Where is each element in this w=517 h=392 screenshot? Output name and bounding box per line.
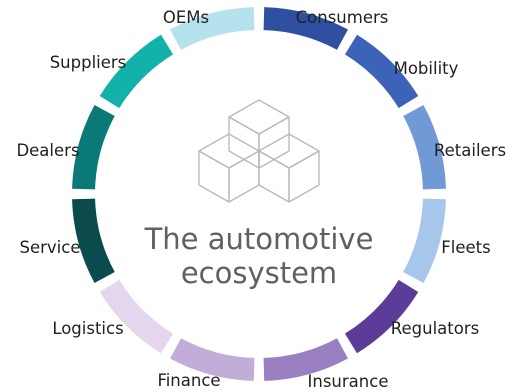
segment-regulators [344,279,419,354]
stacked-cubes-icon [198,99,320,203]
segment-oems-label: OEMs [163,8,209,27]
title-line-1: The automotive [144,222,374,256]
ecosystem-ring [72,7,446,381]
segment-fleets [403,198,446,283]
segment-finance-label: Finance [157,371,220,390]
segment-retailers-label: Retailers [434,141,506,160]
segment-retailers [403,105,446,190]
segment-logistics-label: Logistics [52,319,123,338]
segment-suppliers-label: Suppliers [50,53,127,72]
segment-oems [170,7,255,50]
segment-service [72,198,115,283]
segment-consumers [263,7,348,50]
segment-insurance [263,338,348,381]
segment-insurance-label: Insurance [308,372,389,391]
segment-service-label: Service [20,238,81,257]
segment-mobility [344,34,419,109]
segment-regulators-label: Regulators [391,319,479,338]
title-line-2: ecosystem [181,256,337,290]
segment-logistics [99,279,174,354]
segment-consumers-label: Consumers [296,8,389,27]
segment-labels: ConsumersMobilityRetailersFleetsRegulato… [16,8,506,391]
segment-suppliers [99,34,174,109]
segment-mobility-label: Mobility [394,59,459,78]
segment-dealers [72,105,115,190]
segment-finance [170,338,255,381]
segment-dealers-label: Dealers [16,141,79,160]
segment-fleets-label: Fleets [441,238,490,257]
